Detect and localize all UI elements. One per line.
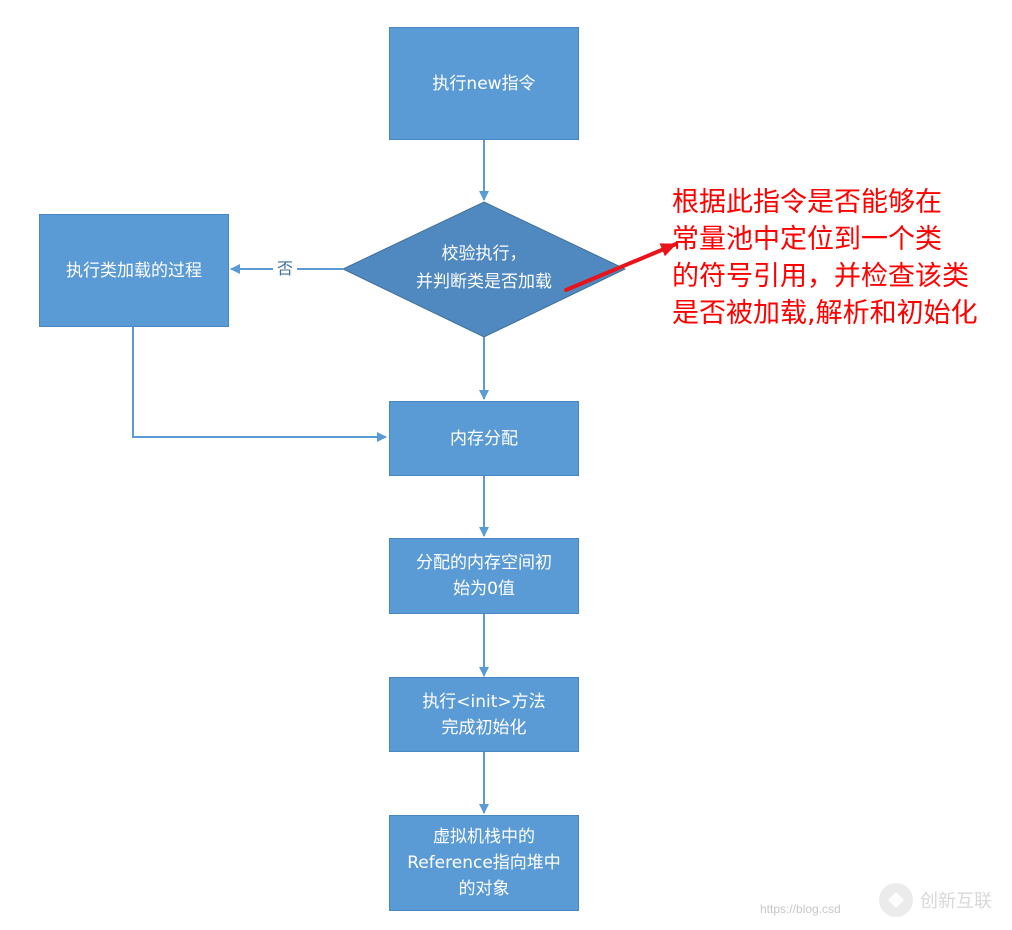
decision-node: 校验执行， 并判断类是否加载 <box>392 240 576 296</box>
annotation-text: 根据此指令是否能够在 常量池中定位到一个类 的符号引用，并检查该类 是否被加载,… <box>672 184 1008 332</box>
exec-new-node: 执行new指令 <box>389 27 579 140</box>
init-method-line-1: 执行<init>方法 <box>422 691 546 712</box>
zero-init-line-2: 始为0值 <box>453 579 515 599</box>
annotation-line-1: 根据此指令是否能够在 <box>672 187 942 218</box>
decision-line-2: 并判断类是否加载 <box>416 272 552 292</box>
zero-init-line-1: 分配的内存空间初 <box>416 553 552 573</box>
class-load-label: 执行类加载的过程 <box>66 260 202 281</box>
decision-line-1: 校验执行， <box>441 244 527 264</box>
memory-alloc-label: 内存分配 <box>450 428 518 449</box>
memory-alloc-node: 内存分配 <box>389 401 579 476</box>
connector-classload-to-memory <box>132 327 387 442</box>
reference-line-3: 的对象 <box>458 879 510 899</box>
zero-init-node: 分配的内存空间初 始为0值 <box>389 538 579 614</box>
reference-line-1: 虚拟机栈中的 <box>433 827 535 847</box>
class-load-node: 执行类加载的过程 <box>39 214 229 327</box>
watermark-url: https://blog.csd <box>760 902 841 916</box>
annotation-line-2: 常量池中定位到一个类 <box>672 224 942 255</box>
reference-node: 虚拟机栈中的 Reference指向堆中 的对象 <box>389 815 579 911</box>
reference-line-2: Reference指向堆中 <box>407 853 561 873</box>
annotation-line-3: 的符号引用，并检查该类 <box>672 261 969 292</box>
watermark-logo: 创新互联 <box>879 883 992 917</box>
exec-new-label: 执行new指令 <box>432 73 536 94</box>
annotation-arrow <box>564 242 678 292</box>
init-method-node: 执行<init>方法 完成初始化 <box>389 677 579 752</box>
edge-label-no: 否 <box>273 259 297 279</box>
annotation-line-4: 是否被加载,解析和初始化 <box>672 298 978 329</box>
watermark-brand: 创新互联 <box>920 891 992 912</box>
init-method-line-2: 完成初始化 <box>441 717 527 738</box>
